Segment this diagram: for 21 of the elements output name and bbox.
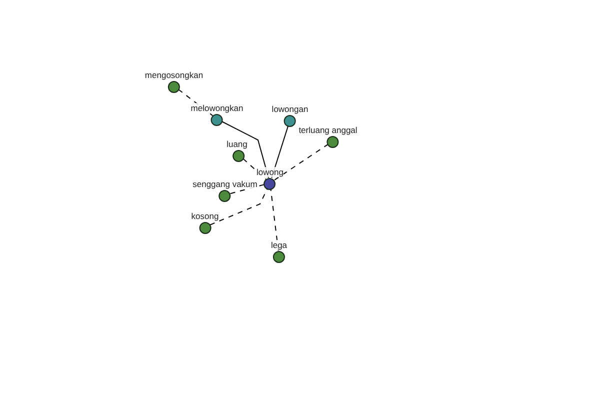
node-label: terluang anggal <box>298 125 358 135</box>
word-node <box>191 211 219 234</box>
word-node <box>270 240 288 263</box>
node-label: lowong <box>256 167 284 177</box>
word-node <box>272 104 308 127</box>
node-label: mengosongkan <box>144 70 204 80</box>
connector-line <box>242 158 266 180</box>
word-node <box>192 179 258 202</box>
connector-line <box>270 188 279 252</box>
node-label: luang <box>226 139 248 149</box>
node-label: lowongan <box>272 104 308 114</box>
word-node <box>256 167 284 190</box>
connector-line <box>221 121 270 178</box>
connector-line <box>274 144 329 180</box>
word-node <box>144 70 204 93</box>
connector-line <box>178 88 214 116</box>
node-label: senggang vakum <box>192 179 258 189</box>
node-label: melowongkan <box>190 103 244 113</box>
node-label: lega <box>270 240 288 250</box>
word-node <box>190 103 244 126</box>
node-label: kosong <box>191 211 219 221</box>
